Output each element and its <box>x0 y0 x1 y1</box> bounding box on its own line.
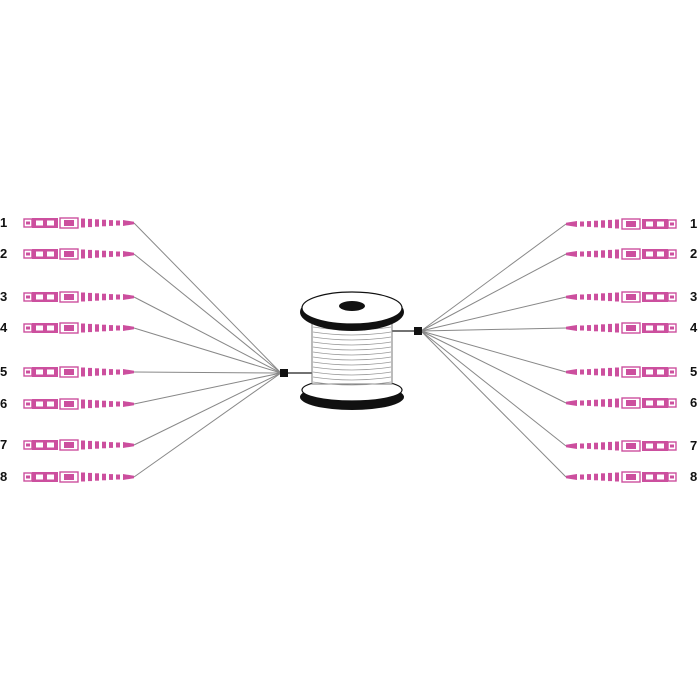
right-fiber-8 <box>420 330 567 478</box>
right-fiber-6 <box>420 330 567 404</box>
left-fiber-5 <box>133 371 282 374</box>
left-port-label: 3 <box>0 289 8 304</box>
left-fiber-7 <box>133 372 282 446</box>
right-connector-1 <box>566 218 677 230</box>
left-connectors <box>23 217 134 483</box>
left-connector-7 <box>23 439 134 451</box>
spool-winding-line <box>312 346 392 351</box>
left-fiber-2 <box>133 253 282 374</box>
left-fiber-3 <box>133 296 282 374</box>
spool-winding-line <box>312 376 392 381</box>
spool-hub-hole <box>339 301 365 311</box>
spool-winding-line <box>312 371 392 376</box>
right-fiber-5 <box>420 330 567 373</box>
spool-winding-line <box>312 381 392 386</box>
left-fiber-4 <box>133 327 282 374</box>
right-fiber-fanout <box>420 223 567 478</box>
right-fiber-3 <box>420 296 567 332</box>
spool-winding-line <box>312 351 392 356</box>
right-connector-2 <box>566 248 677 260</box>
right-port-label: 5 <box>690 364 698 379</box>
left-fiber-fanout <box>133 222 282 478</box>
left-fiber-6 <box>133 372 282 405</box>
spool-winding-line <box>312 361 392 366</box>
right-port-label: 6 <box>690 395 698 410</box>
left-connector-8 <box>23 471 134 483</box>
left-breakout-sleeve <box>280 369 288 377</box>
right-connector-6 <box>566 397 677 409</box>
right-port-label: 8 <box>690 469 698 484</box>
right-connector-5 <box>566 366 677 378</box>
left-port-label: 2 <box>0 246 8 261</box>
left-port-label: 1 <box>0 215 8 230</box>
left-fiber-8 <box>133 372 282 478</box>
left-port-label: 8 <box>0 469 8 484</box>
right-port-label: 2 <box>690 246 698 261</box>
right-port-label: 3 <box>690 289 698 304</box>
cable-spool <box>300 291 404 410</box>
left-port-label: 7 <box>0 437 8 452</box>
left-port-label: 5 <box>0 364 8 379</box>
left-fiber-1 <box>133 222 282 374</box>
left-connector-3 <box>23 291 134 303</box>
right-fiber-1 <box>420 223 567 332</box>
left-port-label: 4 <box>0 320 8 335</box>
right-connector-3 <box>566 291 677 303</box>
right-connector-4 <box>566 322 677 334</box>
right-port-label: 4 <box>690 320 698 335</box>
left-connector-2 <box>23 248 134 260</box>
right-breakout-sleeve <box>414 327 422 335</box>
spool-winding-line <box>312 331 392 336</box>
right-fiber-4 <box>420 327 567 332</box>
spool-winding-line <box>312 366 392 371</box>
right-connectors <box>566 218 677 483</box>
right-fiber-7 <box>420 330 567 447</box>
right-port-label: 7 <box>690 438 698 453</box>
spool-winding-line <box>312 356 392 361</box>
left-connector-5 <box>23 366 134 378</box>
right-connector-8 <box>566 471 677 483</box>
left-connector-6 <box>23 398 134 410</box>
spool-winding-line <box>312 341 392 346</box>
left-port-label: 6 <box>0 396 8 411</box>
spool-winding-line <box>312 336 392 341</box>
left-connector-1 <box>23 217 134 229</box>
right-fiber-2 <box>420 253 567 332</box>
right-port-label: 1 <box>690 216 698 231</box>
left-connector-4 <box>23 322 134 334</box>
right-connector-7 <box>566 440 677 452</box>
